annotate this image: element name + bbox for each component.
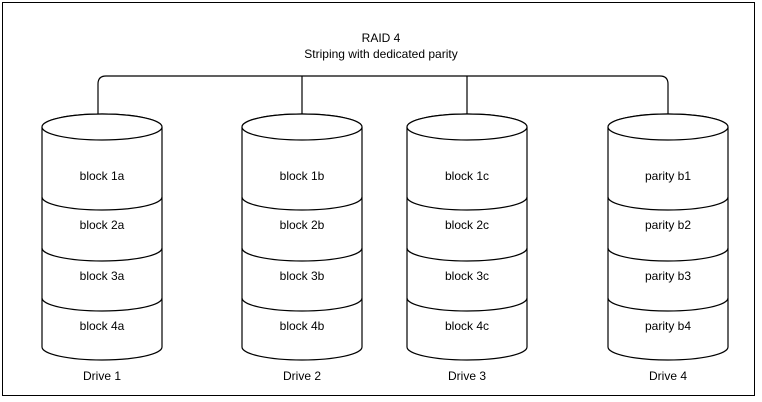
block-label: block 4a xyxy=(79,319,125,333)
cylinder-top-ellipse xyxy=(241,113,363,141)
image-border xyxy=(2,2,755,396)
cylinder-separator-3 xyxy=(406,297,528,312)
block-label: parity b4 xyxy=(644,319,692,333)
bus-line xyxy=(97,75,669,127)
block-label: parity b1 xyxy=(644,169,692,183)
drive-cylinders xyxy=(41,113,729,361)
title-line-raid: RAID 4 xyxy=(361,31,401,45)
drive-bus-connector xyxy=(97,75,669,127)
block-label: parity b2 xyxy=(644,218,692,232)
cylinder-top-ellipse xyxy=(41,113,163,141)
block-label: parity b3 xyxy=(644,269,692,283)
cylinder-separator-1 xyxy=(41,196,163,211)
cylinder-separator-2 xyxy=(241,247,363,262)
drive-label-2: Drive 2 xyxy=(282,369,321,383)
block-label: block 1c xyxy=(444,169,490,183)
title-line-subtitle: Striping with dedicated parity xyxy=(304,47,458,61)
drive-label-1: Drive 1 xyxy=(82,369,121,383)
drive-cylinder-1 xyxy=(41,113,163,361)
diagram-title: RAID 4 Striping with dedicated parity xyxy=(0,30,762,62)
cylinder-separator-1 xyxy=(406,196,528,211)
cylinder-separator-3 xyxy=(41,297,163,312)
cylinder-separator-3 xyxy=(607,297,729,312)
block-label: block 1b xyxy=(279,169,325,183)
block-label: block 4c xyxy=(444,319,490,333)
drive-cylinder-2 xyxy=(241,113,363,361)
drive-cylinder-3 xyxy=(406,113,528,361)
block-label: block 3b xyxy=(279,269,325,283)
block-label: block 2b xyxy=(279,218,325,232)
drive-label-3: Drive 3 xyxy=(447,369,486,383)
block-label: block 2c xyxy=(444,218,490,232)
block-label: block 2a xyxy=(79,218,125,232)
drive-cylinder-4 xyxy=(607,113,729,361)
block-label: block 3c xyxy=(444,269,490,283)
block-label: block 1a xyxy=(79,169,125,183)
cylinder-top-ellipse xyxy=(406,113,528,141)
cylinder-separator-2 xyxy=(406,247,528,262)
block-label: block 3a xyxy=(79,269,125,283)
drive-label-4: Drive 4 xyxy=(648,369,687,383)
block-label: block 4b xyxy=(279,319,325,333)
cylinder-separator-1 xyxy=(241,196,363,211)
cylinder-top-ellipse xyxy=(607,113,729,141)
cylinder-separator-1 xyxy=(607,196,729,211)
cylinder-separator-2 xyxy=(41,247,163,262)
cylinder-separator-3 xyxy=(241,297,363,312)
cylinder-separator-2 xyxy=(607,247,729,262)
